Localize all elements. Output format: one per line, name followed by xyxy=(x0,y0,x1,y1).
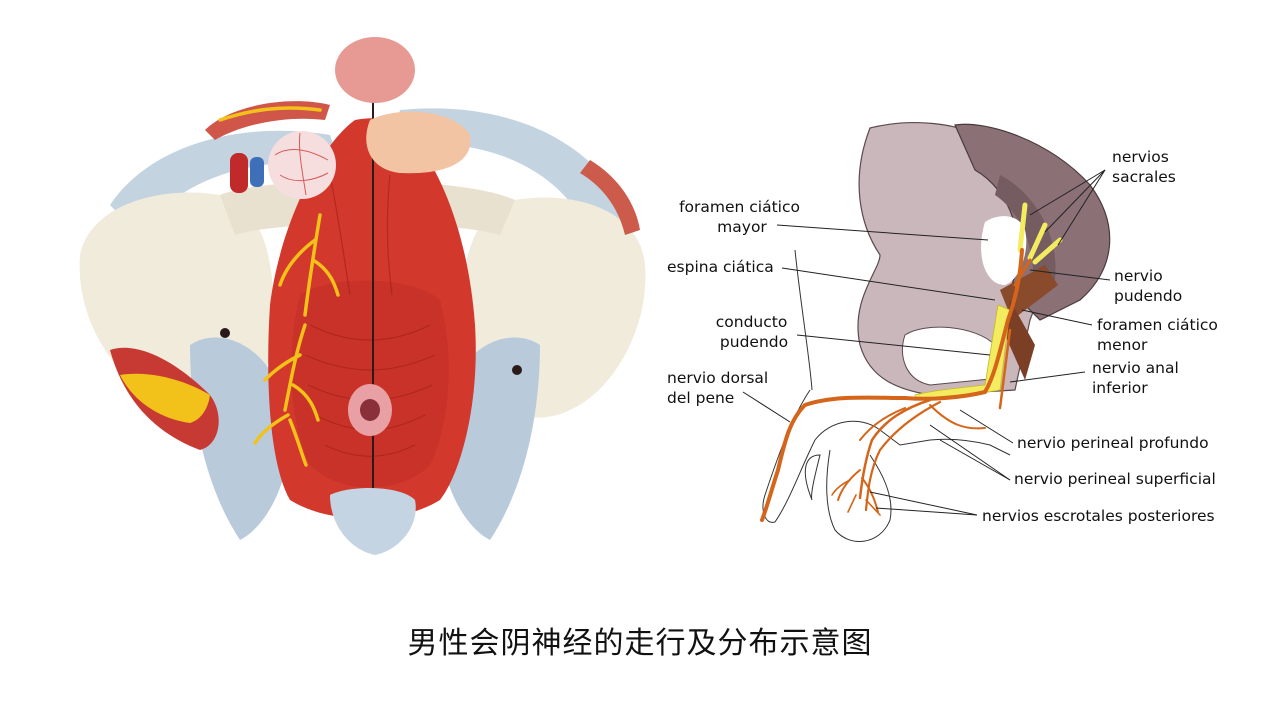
pudendal-canal xyxy=(914,304,1011,401)
label-nervio-dorsal-del-pene: nervio dorsal del pene xyxy=(667,369,773,407)
label-foramen-ciatico-menor: foramen ciático menor xyxy=(1097,316,1223,354)
label-foramen-ciatico-mayor: foramen ciático mayor xyxy=(679,198,805,236)
label-nervio-anal-inferior: nervio anal inferior xyxy=(1092,359,1184,397)
label-nervio-perineal-superficial: nervio perineal superficial xyxy=(1014,470,1216,488)
label-nervios-sacrales: nervios sacrales xyxy=(1112,148,1176,186)
label-conducto-pudendo: conducto pudendo xyxy=(716,313,793,351)
figure-caption: 男性会阴神经的走行及分布示意图 xyxy=(407,626,873,661)
external-outline xyxy=(762,389,1011,523)
label-espina-ciatica: espina ciática xyxy=(667,258,774,276)
greater-sciatic-foramen xyxy=(981,216,1027,285)
label-nervio-perineal-profundo: nervio perineal profundo xyxy=(1017,434,1209,452)
pudendal-nerve-diagram: nervios sacrales foramen ciático mayor e… xyxy=(667,122,1223,542)
pelvic-model-illustration xyxy=(79,37,646,555)
label-nervio-pudendo: nervio pudendo xyxy=(1114,267,1182,305)
label-nervios-escrotales-posteriores: nervios escrotales posteriores xyxy=(982,507,1215,525)
